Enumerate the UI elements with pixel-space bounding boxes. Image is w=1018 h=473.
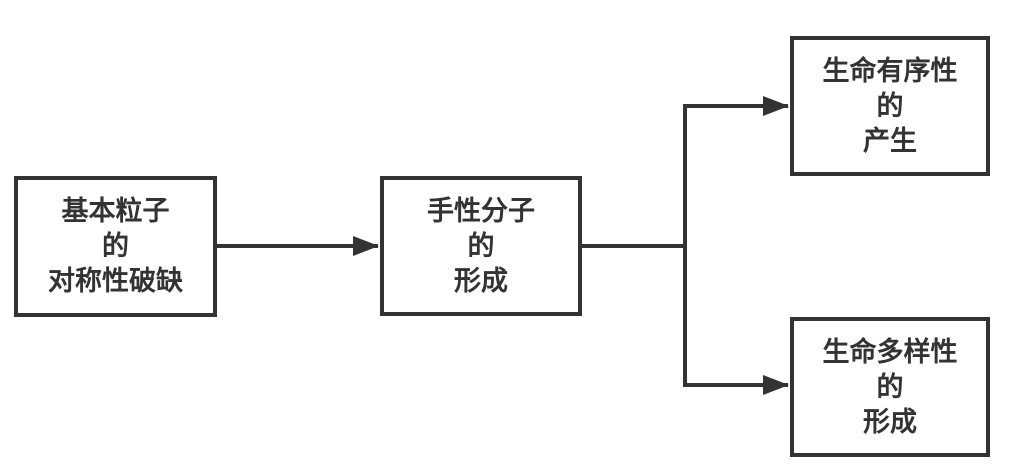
node-line: 对称性破缺 bbox=[48, 266, 183, 296]
node-chiral-molecules: 手性分子 的 形成 bbox=[380, 176, 582, 316]
node-line: 的 bbox=[102, 231, 129, 261]
node-line: 生命多样性 bbox=[822, 336, 958, 367]
node-line: 形成 bbox=[454, 265, 508, 296]
node-line: 的 bbox=[876, 371, 904, 402]
node-life-diversity: 生命多样性 的 形成 bbox=[790, 317, 990, 457]
node-line: 生命有序性 bbox=[822, 55, 958, 86]
node-line: 形成 bbox=[863, 406, 917, 437]
node-line: 手性分子 bbox=[427, 195, 535, 226]
node-line: 基本粒子 bbox=[61, 196, 170, 226]
node-line: 产生 bbox=[863, 125, 917, 156]
node-life-order: 生命有序性 的 产生 bbox=[790, 36, 990, 176]
node-line: 的 bbox=[876, 90, 904, 121]
node-line: 的 bbox=[467, 230, 495, 261]
node-symmetry-breaking: 基本粒子 的 对称性破缺 bbox=[14, 176, 217, 317]
